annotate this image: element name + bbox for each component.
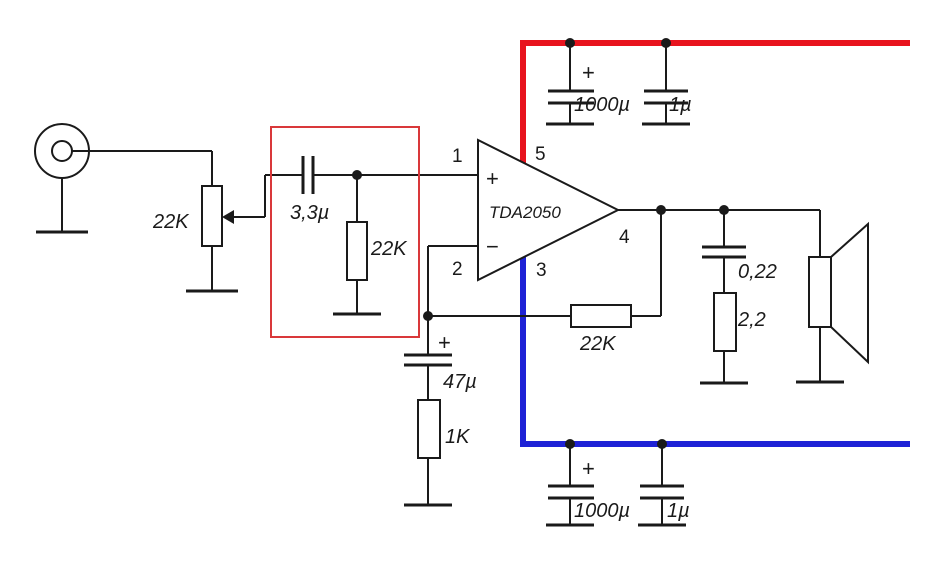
- positive-electrolytic-label: 1000µ: [574, 94, 630, 116]
- potentiometer: 22K: [152, 151, 266, 293]
- input-jack: [34, 123, 212, 234]
- tda2050-chip: + − TDA2050 1 2 5 3 4: [452, 138, 630, 282]
- zobel-capacitor-label: 0,22: [738, 261, 777, 283]
- feedback-resistor-label: 22K: [579, 333, 617, 355]
- input-coupling-network: 3,3µ 22K: [265, 156, 478, 316]
- plus-input-sign: +: [486, 166, 499, 191]
- pin-5-label: 5: [535, 144, 546, 165]
- feedback-network: 22K + 47µ 1K: [404, 210, 662, 507]
- output-stage: 0,22 2,2: [618, 205, 844, 385]
- minus-input-sign: −: [486, 234, 499, 259]
- bias-resistor-label: 22K: [370, 238, 408, 260]
- pin-2-label: 2: [452, 259, 463, 280]
- negative-supply-rail: [520, 257, 910, 447]
- positive-supply-decoupling: + 1000µ 1µ: [546, 38, 692, 126]
- polarity-mark: +: [438, 330, 451, 355]
- negative-ceramic-label: 1µ: [667, 500, 690, 522]
- pin-3-label: 3: [536, 260, 547, 281]
- highlight-box: [270, 126, 420, 338]
- negative-electrolytic-label: 1000µ: [574, 500, 630, 522]
- positive-ceramic-label: 1µ: [669, 94, 692, 116]
- negative-supply-decoupling: + 1000µ 1µ: [546, 439, 690, 527]
- positive-supply-rail: [520, 40, 910, 163]
- speaker-icon: [808, 221, 869, 365]
- zobel-resistor-label: 2,2: [737, 309, 766, 331]
- chip-label: TDA2050: [489, 203, 561, 222]
- feedback-capacitor-label: 47µ: [443, 371, 477, 393]
- pin-4-label: 4: [619, 227, 630, 248]
- potentiometer-label: 22K: [152, 211, 190, 233]
- feedback-resistor-1k-label: 1K: [445, 426, 471, 448]
- polarity-mark: +: [582, 456, 595, 481]
- pin-1-label: 1: [452, 146, 463, 167]
- polarity-mark: +: [582, 60, 595, 85]
- coupling-capacitor-label: 3,3µ: [290, 202, 329, 224]
